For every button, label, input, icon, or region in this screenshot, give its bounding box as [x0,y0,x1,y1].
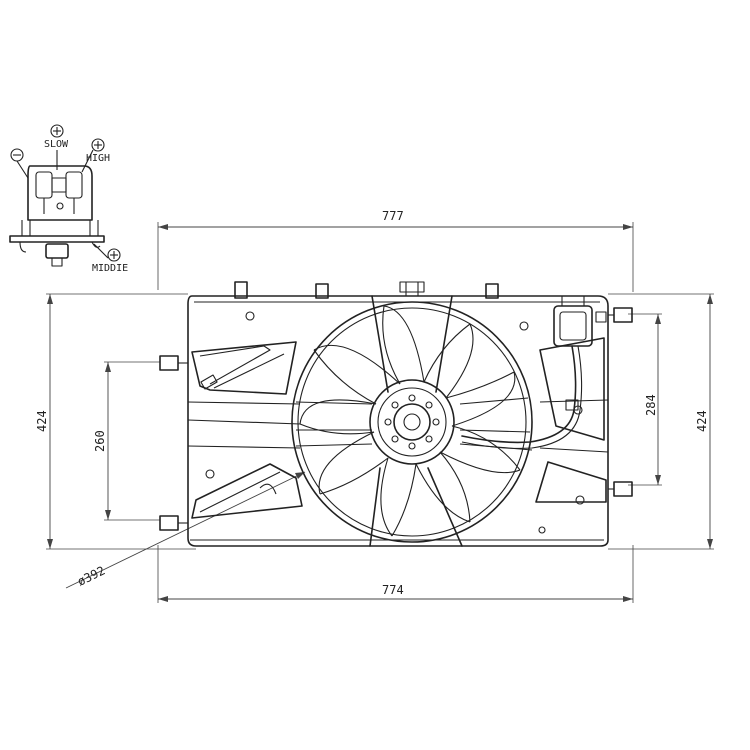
fan-rotor [291,301,533,543]
slow-plus-icon [50,124,64,138]
fan-diameter-label: ø392 [75,563,107,588]
dimension-inner-left-height: 260 [93,430,107,452]
slow-label: SLOW [44,139,69,150]
high-label: HIGH [86,153,110,164]
dimension-inner-left-260: 260 [93,361,160,521]
dimension-left-424: 424 [35,293,196,550]
minus-icon [10,148,24,162]
dimension-top-width: 777 [382,209,404,223]
dimension-top-777: 777 [157,209,634,292]
motor-connector [461,296,607,449]
dimension-bottom-width: 774 [382,583,404,597]
fan-shroud [159,281,633,547]
connector-detail: SLOW HIGH MIDDIE [9,124,128,274]
dimension-bottom-774: 774 [157,545,634,603]
connector-body [9,165,105,267]
middle-label: MIDDIE [92,263,128,274]
dimension-inner-right-284: 284 [628,313,662,486]
middle-plus-icon [107,248,121,262]
dimension-fan-diameter: ø392 [65,471,306,589]
dimension-left-height: 424 [35,410,49,432]
dimension-right-424: 424 [608,293,714,550]
dimension-right-height: 424 [695,410,709,432]
dimension-inner-right-height: 284 [644,394,658,416]
high-plus-icon [91,138,105,152]
